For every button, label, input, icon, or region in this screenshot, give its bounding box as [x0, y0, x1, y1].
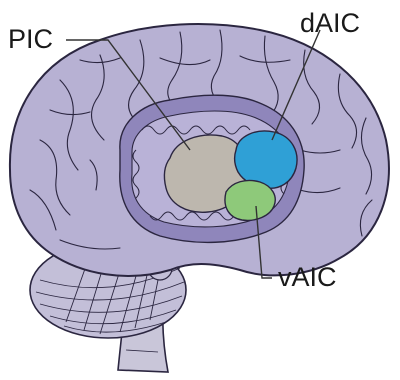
daic-region: [235, 131, 297, 188]
pic-label: PIC: [8, 26, 53, 53]
daic-label: dAIC: [300, 10, 360, 37]
vaic-label: vAIC: [278, 264, 337, 291]
vaic-region: [225, 180, 275, 220]
